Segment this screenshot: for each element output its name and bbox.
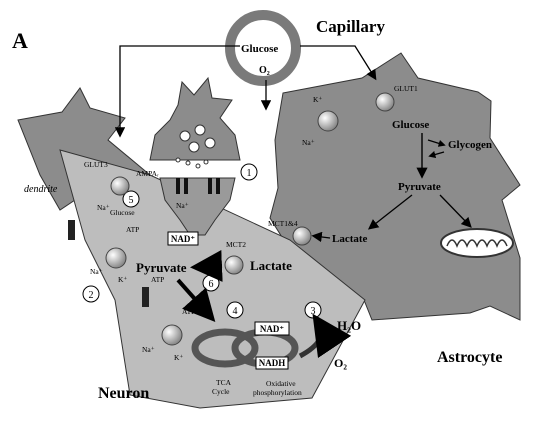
oxphos-label-2: phosphorylation [253,388,302,397]
glucose-to-astrocyte-arrow [300,45,377,81]
ion-channel-2 [142,287,149,307]
nad-bottom-box [254,321,290,336]
svg-text:1: 1 [247,168,252,179]
svg-text:6: 6 [209,279,214,290]
pyruvate-to-lactate-arrow [367,194,413,230]
glucose-to-glycogen-arrow [427,139,446,147]
capillary-glucose-label: Glucose [241,43,278,55]
astro-lactate-label: Lactate [332,233,368,245]
glut3-label: GLUT3 [84,160,108,169]
glut3-transporter [110,176,130,196]
step-5-badge: 5 [122,190,140,208]
pump2-k-label: K⁺ [174,353,183,362]
glut1-transporter [375,92,395,112]
ion-channel-1 [68,220,75,240]
glucose-to-neuron-arrow [114,45,240,138]
step-6-badge: 6 [202,274,220,292]
nad-top-box [167,231,199,246]
astro-mitochondrion [440,228,514,258]
neuron-glucose-label: Glucose [110,208,135,217]
mct1-4-label: MCT1&4 [268,219,298,228]
atp-label-1: ATP [126,225,139,234]
lactate-out-arrow [311,231,331,243]
oxphos-label-1: Oxidative [266,379,296,388]
pump2-na-label: Na⁺ [142,345,155,354]
svg-text:2: 2 [89,290,94,301]
pump1-k-label: K⁺ [118,275,127,284]
neuron-pump-1 [105,247,127,269]
pump1-na-label: Na⁺ [90,267,103,276]
mct2-label: MCT2 [226,240,246,249]
pyruvate-to-tca-arrow [176,278,216,322]
mct2-transporter [224,255,244,275]
nad-bottom-label: NAD⁺ [260,324,284,334]
atp-label-3: ATP [151,275,164,284]
atp-label-2: ATP [182,307,195,316]
nadh-box [255,356,289,370]
astrocyte-label: Astrocyte [437,349,502,366]
lactate-to-pyruvate-arrow [190,250,223,282]
tca-label-2: Cycle [212,387,230,396]
neuron-pyruvate-label: Pyruvate [136,260,187,275]
astro-glycogen-label: Glycogen [448,139,492,151]
glutamate-vesicles [175,124,216,169]
mct1-4-transporter [292,226,312,246]
step-4-badge: 4 [226,301,244,319]
ampa-receptors [176,178,220,194]
nad-top-label: NAD⁺ [171,234,195,244]
step-3-badge: 3 [304,301,322,319]
ampa-na-label: Na⁺ [176,201,189,210]
astro-k-label: K⁺ [313,95,322,104]
astro-pyruvate-label: Pyruvate [398,181,441,193]
o2-to-h2o-arrow [298,313,352,359]
presynaptic-terminal [149,76,241,161]
neuron-lactate-label: Lactate [250,258,292,273]
step-1-badge: 1 [240,163,258,181]
pyruvate-to-mitochondrion-arrow [439,194,472,228]
astro-na-label: Na⁺ [302,138,315,147]
glut3-na-label: Na⁺ [97,203,110,212]
neuron-label: Neuron [98,385,149,402]
capillary-ring [225,10,301,86]
capillary-label: Capillary [316,17,385,36]
o2-right-label: O₂ [334,356,347,370]
svg-text:3: 3 [311,306,316,317]
step-2-badge: 2 [82,285,100,303]
tca-label-1: TCA [216,378,232,387]
nadh-label: NADH [259,358,286,368]
glut1-label: GLUT1 [394,84,418,93]
h2o-label: H₂O [337,318,361,333]
panel-letter: A [12,28,28,53]
dendrite-label: dendrite [24,184,58,195]
astro-glucose-label: Glucose [392,119,429,131]
svg-text:5: 5 [129,195,134,206]
svg-text:4: 4 [233,306,238,317]
ampar-label: AMPAᵣ [136,169,159,178]
neuron-pump-2 [161,324,183,346]
capillary-o2-label: O₂ [259,65,270,76]
astro-na-k-pump [317,110,339,132]
glycogen-to-glucose-arrow [428,151,445,158]
